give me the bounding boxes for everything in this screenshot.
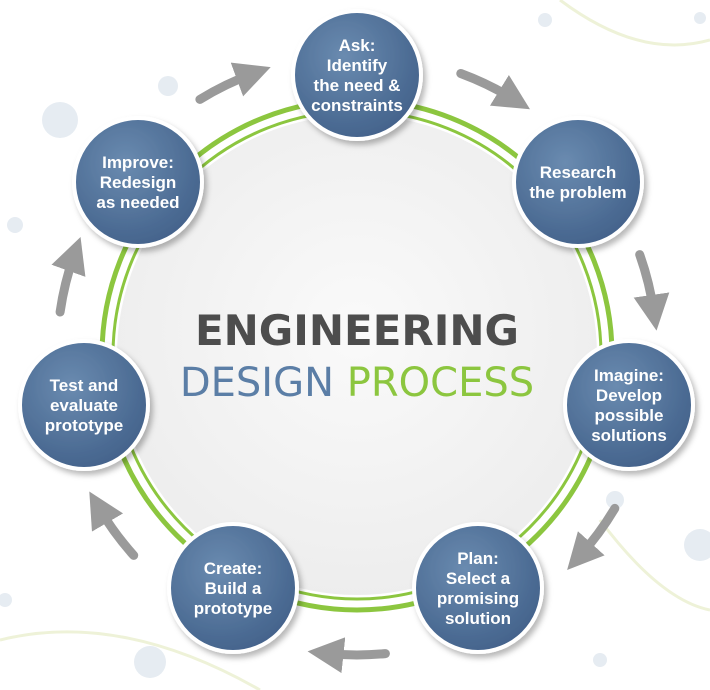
step-node-circle [412,522,544,654]
curved-arrow-icon [89,491,139,560]
step-node-label-line: the problem [529,183,626,202]
curved-arrow-icon [456,69,531,110]
step-node-label-line: Ask: [339,36,376,55]
step-node-circle [167,522,299,654]
background-dot [593,653,607,667]
step-node-label-line: Build a [205,579,262,598]
title-line-engineering: ENGINEERING [195,306,519,355]
step-node-label-line: Develop [596,386,662,405]
step-node-label-line: Create: [204,559,263,578]
step-node-label-line: the need & [314,76,401,95]
step-node-label-line: Plan: [457,549,499,568]
curved-arrow-icon [195,62,271,104]
arrow-group [51,62,670,674]
background-dot [7,217,23,233]
step-node-circle [512,116,644,248]
background-dot [134,646,166,678]
step-node-circle [72,116,204,248]
step-node-circle [563,339,695,471]
background-dot [0,593,12,607]
step-node-label-line: evaluate [50,396,118,415]
background-dot [684,529,710,561]
step-node-label-line: possible [595,406,664,425]
step-node-label-line: constraints [311,96,403,115]
curved-arrow-icon [51,236,86,317]
background-line [598,519,710,612]
step-node-label-line: Redesign [100,173,177,192]
diagram-title: ENGINEERING DESIGN PROCESS [180,306,534,406]
step-node-label-line: prototype [194,599,272,618]
step-node-label-line: Imagine: [594,366,664,385]
step-node-label-line: prototype [45,416,123,435]
background-dot [538,13,552,27]
step-node-label-line: Select a [446,569,511,588]
title-line-design-process: DESIGN PROCESS [180,360,534,406]
title-word-design: DESIGN [180,360,334,406]
center-disc [117,115,597,595]
background-dot [42,102,78,138]
background-dot [606,491,624,509]
center-background [117,115,597,595]
step-node-label-line: Research [540,163,617,182]
step-node-circle [18,339,150,471]
background-line [559,0,710,47]
step-node-label-line: Identify [327,56,388,75]
step-node-label-line: Improve: [102,153,174,172]
curved-arrow-icon [633,250,670,331]
step-node-label-line: as needed [96,193,179,212]
step-node-label-line: solutions [591,426,667,445]
curved-arrow-icon [307,637,390,674]
curved-arrow-icon [567,503,620,570]
title-word-process: PROCESS [347,360,534,406]
background-dot [158,76,178,96]
step-node-label-line: Test and [50,376,119,395]
background-dot [694,12,706,24]
step-node-label-line: solution [445,609,511,628]
step-node-label-line: promising [437,589,519,608]
background-line [0,630,261,690]
step-node-circle [291,9,423,141]
